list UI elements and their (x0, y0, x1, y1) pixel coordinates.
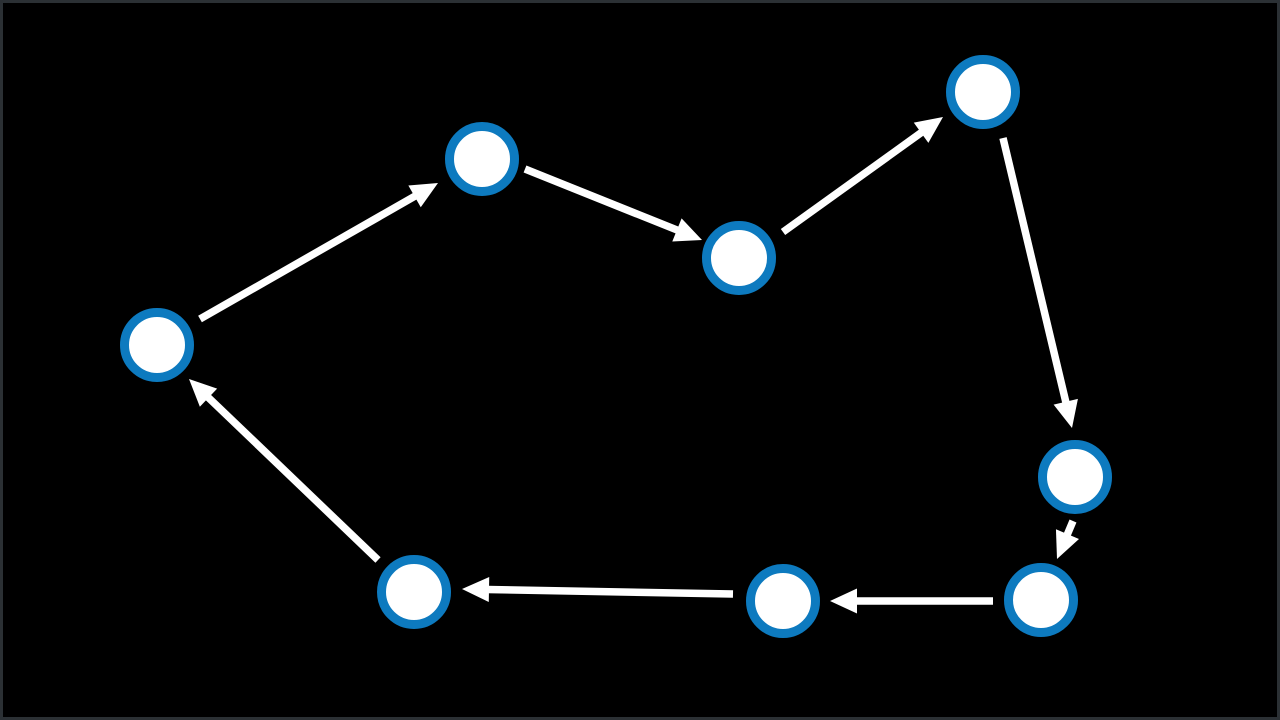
graph-node-upper-left (445, 122, 519, 196)
graph-node-bottom-middle (746, 564, 820, 638)
graph-node-bottom-right (1004, 563, 1078, 637)
graph-edge-line-top-right-to-right (999, 137, 1070, 405)
graph-node-right (1038, 440, 1112, 514)
graph-arrowhead-right-to-bottom-right (1055, 529, 1079, 559)
graph-edge-line-bottom-left-to-left (204, 393, 381, 563)
graph-node-left (120, 308, 194, 382)
graph-arrowhead-top-right-to-right (1053, 398, 1078, 428)
graph-edge-line-right-to-bottom-right (1063, 519, 1077, 538)
graph-arrowhead-bottom-middle-to-bottom-left (462, 577, 490, 602)
graph-edge-line-top-middle-to-top-right (780, 128, 925, 236)
graph-edge-line-bottom-middle-to-bottom-left (486, 585, 734, 598)
graph-edge-line-left-to-upper-left (198, 192, 419, 323)
graph-arrowhead-top-middle-to-top-right (913, 117, 943, 143)
graph-arrowhead-bottom-right-to-bottom-middle (830, 588, 857, 614)
graph-node-top-right (946, 55, 1020, 129)
graph-arrowhead-bottom-left-to-left (189, 379, 218, 407)
graph-arrowhead-left-to-upper-left (408, 183, 438, 208)
graph-node-bottom-left (377, 555, 451, 629)
graph-node-top-middle (702, 221, 776, 295)
graph-edge-line-upper-left-to-top-middle (523, 165, 681, 235)
graph-arrowhead-upper-left-to-top-middle (672, 218, 702, 242)
